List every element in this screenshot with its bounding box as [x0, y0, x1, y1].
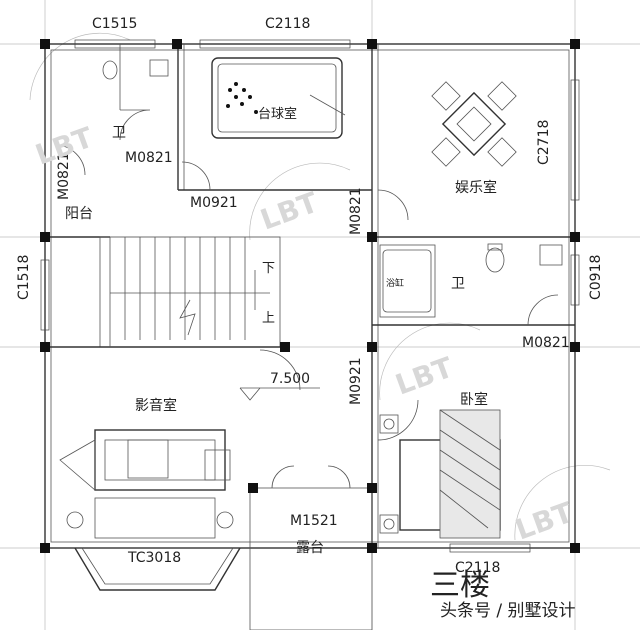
- fixture-label-bathtub: 浴缸: [386, 277, 404, 289]
- billiards-table-icon: [211, 57, 346, 139]
- bathroom-fixtures: [102, 59, 563, 273]
- room-label-balcony: 阳台: [65, 206, 93, 222]
- window-label-c2118-top: C2118: [265, 16, 310, 32]
- door-label-m1521: M1521: [290, 513, 338, 529]
- sofa-icon: [59, 429, 234, 539]
- window-label-c1515: C1515: [92, 16, 137, 32]
- window-label-c1518: C1518: [16, 255, 32, 300]
- watermark-layer: [29, 32, 611, 541]
- room-label-billiards: 台球室: [258, 106, 297, 122]
- door-label-m0921-b: M0921: [348, 357, 364, 405]
- room-label-bedroom: 卧室: [460, 391, 488, 408]
- room-label-bathroom-right: 卫: [451, 276, 465, 292]
- window-label-c2718: C2718: [536, 120, 552, 165]
- window-label-c0918: C0918: [588, 255, 604, 300]
- door-label-m0821-d: M0821: [522, 335, 570, 351]
- elevation-marker: [239, 387, 320, 401]
- staircase: [109, 237, 270, 347]
- footer-credit: 头条号 / 别墅设计: [440, 601, 576, 621]
- bed-icon: [379, 409, 501, 539]
- floor-title: 三楼: [430, 568, 490, 603]
- door-label-m0821-b: M0821: [56, 152, 72, 200]
- window-label-c2118-bottom: C2118: [455, 560, 500, 576]
- room-label-bathroom-top: 卫: [112, 125, 126, 141]
- watermark-4: LBT: [511, 496, 577, 547]
- bathtub-icon: [382, 249, 432, 313]
- stair-label-up: 上: [262, 311, 275, 326]
- window-markers: [40, 39, 580, 553]
- watermark-2: LBT: [256, 186, 322, 237]
- door-swings: [54, 109, 559, 489]
- structural-columns: [40, 39, 580, 553]
- room-label-terrace: 露台: [296, 540, 324, 556]
- elevation-label: 7.500: [270, 371, 310, 387]
- door-label-m0821-c: M0821: [348, 187, 364, 235]
- room-label-entertainment: 娱乐室: [455, 179, 497, 196]
- walls: [44, 43, 576, 630]
- door-label-m0821-a: M0821: [125, 150, 173, 166]
- watermark-3: LBT: [391, 351, 457, 402]
- stair-label-down: 下: [262, 261, 275, 276]
- window-label-tc3018: TC3018: [127, 550, 181, 566]
- door-label-m0921-a: M0921: [190, 195, 238, 211]
- labels: C1515 C2118 C2718 C1518 C0918 TC3018 C21…: [16, 16, 604, 621]
- room-label-home-theater: 影音室: [135, 397, 177, 414]
- game-table-icon: [431, 81, 517, 167]
